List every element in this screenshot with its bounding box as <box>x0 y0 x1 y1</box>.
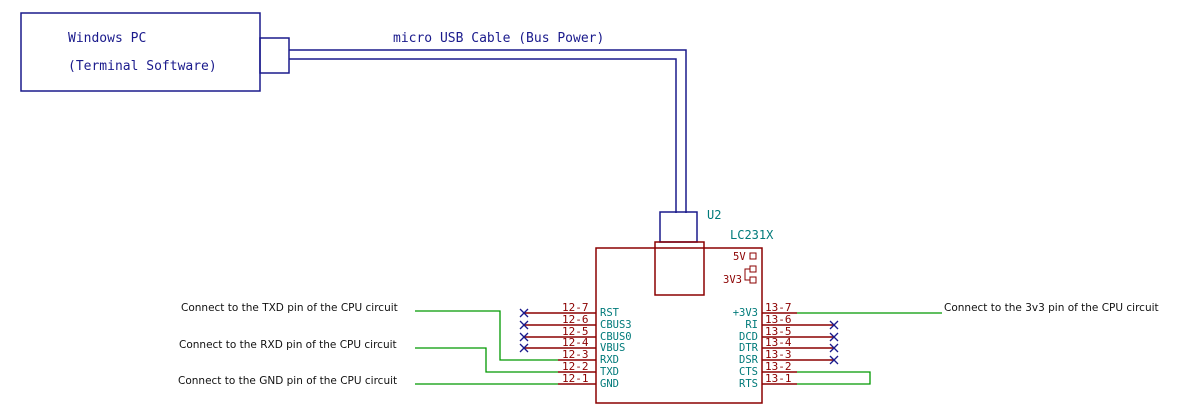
pin-name: RI <box>745 319 758 331</box>
no-connect-mark <box>829 320 839 330</box>
pin-number: 13-3 <box>765 348 792 361</box>
right-pin-3v3: 13-7 +3V3 <box>733 301 797 319</box>
pin-number: 12-1 <box>562 372 589 385</box>
no-connect-mark <box>519 343 529 353</box>
right-pin-dtr: 13-4 DTR <box>739 336 839 354</box>
right-pin-dcd: 13-5 DCD <box>739 325 839 343</box>
pin-name: RST <box>600 307 620 319</box>
left-pin-rst: 12-7 RST <box>519 301 620 319</box>
usb-cable-outer <box>289 49 687 213</box>
module-value: LC231X <box>730 228 774 242</box>
pin-name: DTR <box>739 342 759 354</box>
wire-cts-rts-loop <box>797 371 871 385</box>
right-pin-rts: 13-1 RTS <box>739 372 797 390</box>
note-gnd: Connect to the GND pin of the CPU circui… <box>178 375 397 387</box>
pin-number: 12-3 <box>562 348 589 361</box>
pin-number: 13-2 <box>765 360 792 373</box>
no-connect-mark <box>829 332 839 342</box>
cable-label: micro USB Cable (Bus Power) <box>393 31 604 46</box>
wire-txd-to-rxd <box>415 310 558 361</box>
jumper-5v-label: 5V <box>733 251 746 263</box>
pc-usb-port <box>259 37 290 74</box>
no-connect-mark <box>519 320 529 330</box>
right-pin-cts: 13-2 CTS <box>739 360 797 378</box>
no-connect-mark <box>829 343 839 353</box>
pc-subtitle: (Terminal Software) <box>68 59 217 74</box>
pin-number: 13-4 <box>765 336 792 349</box>
jumper-3v3-label: 3V3 <box>723 274 742 286</box>
jumper-5v-pad <box>749 252 757 260</box>
pin-name: GND <box>600 378 619 390</box>
pin-number: 12-6 <box>562 313 589 326</box>
pc-block: Windows PC (Terminal Software) <box>20 12 290 92</box>
right-pin-ri: 13-6 RI <box>745 313 839 331</box>
no-connect-mark <box>829 355 839 365</box>
no-connect-mark <box>519 332 529 342</box>
pin-name: CTS <box>739 366 758 378</box>
usb-cable-inner <box>289 58 677 213</box>
jumper-3v3-bridge <box>744 268 750 281</box>
jumper-3v3-pad-bottom <box>749 276 757 284</box>
left-pin-txd: 12-2 TXD <box>558 360 619 378</box>
pin-name: CBUS0 <box>600 331 632 343</box>
pin-number: 12-5 <box>562 325 589 338</box>
pin-number: 13-1 <box>765 372 792 385</box>
pc-title: Windows PC <box>68 31 146 46</box>
module-body: U2 LC231X 5V 3V3 <box>595 208 774 404</box>
left-pin-cbus0: 12-5 CBUS0 <box>519 325 632 343</box>
right-pin-group: 13-7 +3V3 13-6 RI 13-5 DCD 13-4 DTR 13-3… <box>733 301 839 390</box>
pin-number: 13-5 <box>765 325 792 338</box>
no-connect-mark <box>519 308 529 318</box>
module-ref: U2 <box>707 208 721 222</box>
left-pin-group: 12-7 RST 12-6 CBUS3 12-5 CBUS0 12-4 VBUS… <box>519 301 632 390</box>
usb-cable <box>289 49 698 243</box>
pin-name: DSR <box>739 354 759 366</box>
pin-name: CBUS3 <box>600 319 632 331</box>
pin-name: TXD <box>600 366 619 378</box>
left-pin-vbus: 12-4 VBUS <box>519 336 625 354</box>
left-pin-rxd: 12-3 RXD <box>558 348 619 366</box>
right-pin-dsr: 13-3 DSR <box>739 348 839 366</box>
left-pin-cbus3: 12-6 CBUS3 <box>519 313 632 331</box>
pin-name: RXD <box>600 354 619 366</box>
pin-number: 12-7 <box>562 301 589 314</box>
pin-number: 12-4 <box>562 336 589 349</box>
pin-number: 12-2 <box>562 360 589 373</box>
pin-name: DCD <box>739 331 758 343</box>
wires <box>415 310 942 385</box>
pin-name: VBUS <box>600 342 625 354</box>
usb-cable-plug <box>659 211 698 243</box>
note-3v3: Connect to the 3v3 pin of the CPU circui… <box>944 302 1159 314</box>
left-pin-gnd: 12-1 GND <box>558 372 619 390</box>
pc-box <box>20 12 261 92</box>
jumper-3v3-pad-top <box>749 265 757 273</box>
pin-number: 13-7 <box>765 301 792 314</box>
pin-number: 13-6 <box>765 313 792 326</box>
module-usb-connector <box>654 241 705 296</box>
wire-rxd-to-txd <box>415 347 558 373</box>
pin-name: RTS <box>739 378 758 390</box>
note-txd: Connect to the TXD pin of the CPU circui… <box>181 302 398 314</box>
pin-name: +3V3 <box>733 307 758 319</box>
note-rxd: Connect to the RXD pin of the CPU circui… <box>179 339 397 351</box>
